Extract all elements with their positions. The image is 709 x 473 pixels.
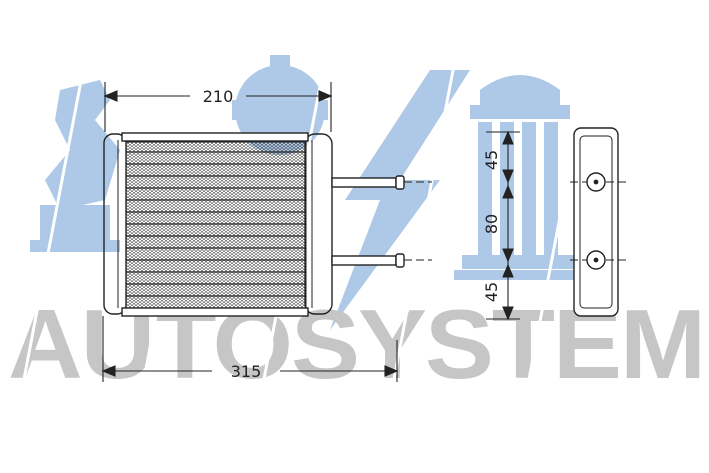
dimension-bottom-offset: 45	[482, 282, 501, 302]
inlet-pipe	[331, 175, 405, 190]
dimension-lines	[101, 82, 520, 382]
watermark-temple-icon	[454, 75, 584, 280]
dimension-overall-width: 315	[231, 362, 262, 381]
dimension-top-offset: 45	[482, 150, 501, 170]
pipe-centerlines	[404, 181, 432, 261]
right-tank	[304, 133, 333, 315]
core-tubes	[126, 151, 306, 297]
dimension-pipe-spacing: 80	[482, 214, 501, 234]
outlet-pipe	[331, 253, 405, 268]
heater-core-front-view	[103, 132, 432, 317]
bottom-plate	[121, 307, 309, 317]
heater-core-side-view	[570, 127, 628, 317]
watermark-stripes	[18, 59, 592, 401]
top-plate	[121, 132, 309, 142]
dimension-core-width: 210	[203, 87, 234, 106]
fin-core	[125, 141, 307, 309]
